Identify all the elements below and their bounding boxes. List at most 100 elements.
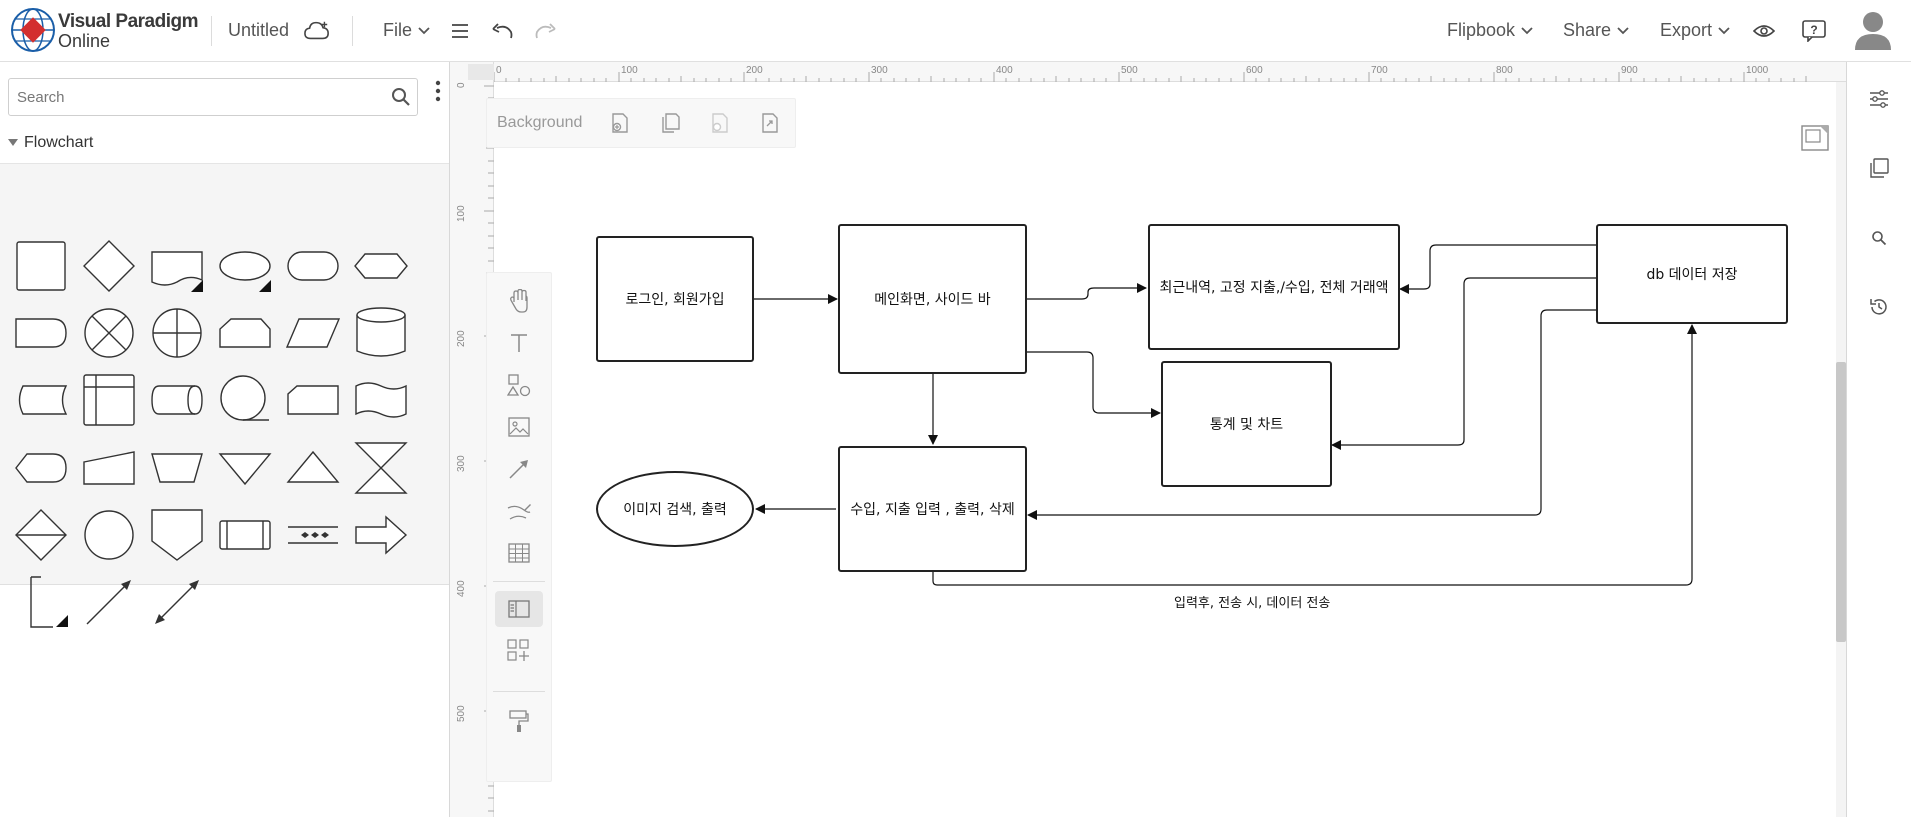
shape-direct-data[interactable] [149,372,205,428]
pages-layers-icon[interactable] [1867,156,1891,180]
shape-connector[interactable] [81,507,137,563]
ruler-h-label: 1000 [1746,65,1769,76]
file-menu[interactable]: File [383,20,430,41]
shape-sidebar: Flowchart [0,62,450,817]
shape-merge[interactable] [217,440,273,496]
logo-text-sub: Online [58,31,111,51]
shape-palette [0,164,449,628]
shape-delay[interactable] [13,305,69,361]
ruler-h-label: 700 [1371,65,1388,76]
ruler-v-label: 300 [456,455,467,472]
shape-preparation[interactable] [353,238,409,294]
node-image-search[interactable]: 이미지 검색, 출력 [596,471,754,547]
shape-extract[interactable] [285,440,341,496]
flipbook-menu-label: Flipbook [1447,20,1516,40]
ruler-v-label: 200 [456,330,467,347]
node-db-storage[interactable]: db 데이터 저장 [1596,224,1788,324]
table-tool-icon[interactable] [495,535,543,571]
shape-collate[interactable] [353,440,409,496]
ruler-h-label: 100 [621,65,638,76]
ruler-v-label: 400 [456,580,467,597]
shape-ellipse[interactable] [217,238,273,294]
shape-predefined-process[interactable] [217,507,273,563]
shape-search-box [8,78,418,116]
duplicate-page-icon[interactable] [650,103,690,143]
share-menu[interactable]: Share [1563,20,1629,41]
top-header: Visual Paradigm Online Untitled File Fli… [0,0,1911,62]
flowchart-category-header[interactable]: Flowchart [0,122,449,164]
add-shapes-icon[interactable] [495,633,543,669]
chevron-down-icon [1617,26,1629,34]
undo-icon[interactable] [490,18,516,44]
add-background-icon[interactable] [600,103,640,143]
shape-or[interactable] [149,305,205,361]
fit-page-icon[interactable] [750,103,790,143]
shape-line-arrow[interactable] [81,574,137,630]
flipbook-menu[interactable]: Flipbook [1447,20,1533,41]
more-vertical-icon[interactable] [432,78,444,104]
node-recent-history[interactable]: 최근내역, 고정 지출,/수입, 전체 거래액 [1148,224,1400,350]
export-menu-label: Export [1660,20,1713,40]
shape-display[interactable] [13,440,69,496]
history-icon[interactable] [1867,295,1891,319]
shape-off-page-connector[interactable] [149,507,205,563]
search-icon[interactable] [391,87,411,107]
shape-bracket[interactable] [13,574,69,630]
shape-line-double-arrow[interactable] [149,574,205,630]
shape-manual-operation[interactable] [149,440,205,496]
shape-internal-storage[interactable] [81,372,137,428]
diagram-canvas[interactable]: 0 100 200 300 400 500 600 700 800 900 10… [450,62,1846,817]
background-toolbar: Background [486,98,796,148]
connector-tool-icon[interactable] [495,451,543,487]
category-label: Flowchart [24,133,94,151]
text-tool-icon[interactable] [495,325,543,361]
shape-manual-operation-slope[interactable] [81,440,137,496]
shape-database[interactable] [353,305,409,361]
node-login[interactable]: 로그인, 회원가입 [596,236,754,362]
logo-text-main: Visual Paradigm [58,11,199,32]
freehand-pen-icon[interactable] [495,493,543,529]
preview-eye-icon[interactable] [1751,18,1777,44]
shape-arrow-right[interactable] [353,507,409,563]
shape-terminator[interactable] [285,238,341,294]
vertical-scrollbar-thumb[interactable] [1836,362,1846,642]
shape-summing-junction[interactable] [81,305,137,361]
hamburger-menu-icon[interactable] [447,18,473,44]
shape-stored-data[interactable] [13,372,69,428]
shape-data[interactable] [285,305,341,361]
shape-decision[interactable] [81,238,137,294]
ruler-v-label: 0 [456,82,467,88]
edge-label-data-transfer[interactable]: 입력후, 전송 시, 데이터 전송 [1174,596,1331,611]
shape-sort[interactable] [13,507,69,563]
shape-annotation[interactable] [285,507,341,563]
help-icon[interactable]: ? [1801,18,1827,44]
shape-sequential-data[interactable] [217,372,273,428]
search-icon[interactable] [1867,226,1891,250]
chevron-down-icon [1718,26,1730,34]
node-main-screen[interactable]: 메인화면, 사이드 바 [838,224,1027,374]
pan-hand-icon[interactable] [495,283,543,319]
minimap-toggle-icon[interactable] [1800,122,1830,152]
format-painter-icon[interactable] [495,703,543,739]
shapes-tool-icon[interactable] [495,367,543,403]
share-menu-label: Share [1563,20,1612,40]
node-income-expense[interactable]: 수입, 지출 입력 , 출력, 삭제 [838,446,1027,572]
shape-search-input[interactable] [9,79,379,115]
cloud-save-icon[interactable] [304,18,330,44]
app-logo[interactable]: Visual Paradigm Online [10,7,205,55]
user-avatar-icon[interactable] [1853,10,1893,50]
shape-process[interactable] [13,238,69,294]
panel-toggle-icon[interactable] [495,591,543,627]
remove-background-icon[interactable] [700,103,740,143]
shape-card[interactable] [217,305,273,361]
format-settings-icon[interactable] [1867,87,1891,111]
chevron-down-icon [418,26,430,34]
document-title[interactable]: Untitled [228,20,290,40]
shape-punched-tape[interactable] [353,372,409,428]
shape-document[interactable] [149,238,205,294]
shape-manual-input[interactable] [285,372,341,428]
image-tool-icon[interactable] [495,409,543,445]
redo-icon[interactable] [532,18,558,44]
node-stats-chart[interactable]: 통계 및 차트 [1161,361,1332,487]
export-menu[interactable]: Export [1660,20,1730,41]
